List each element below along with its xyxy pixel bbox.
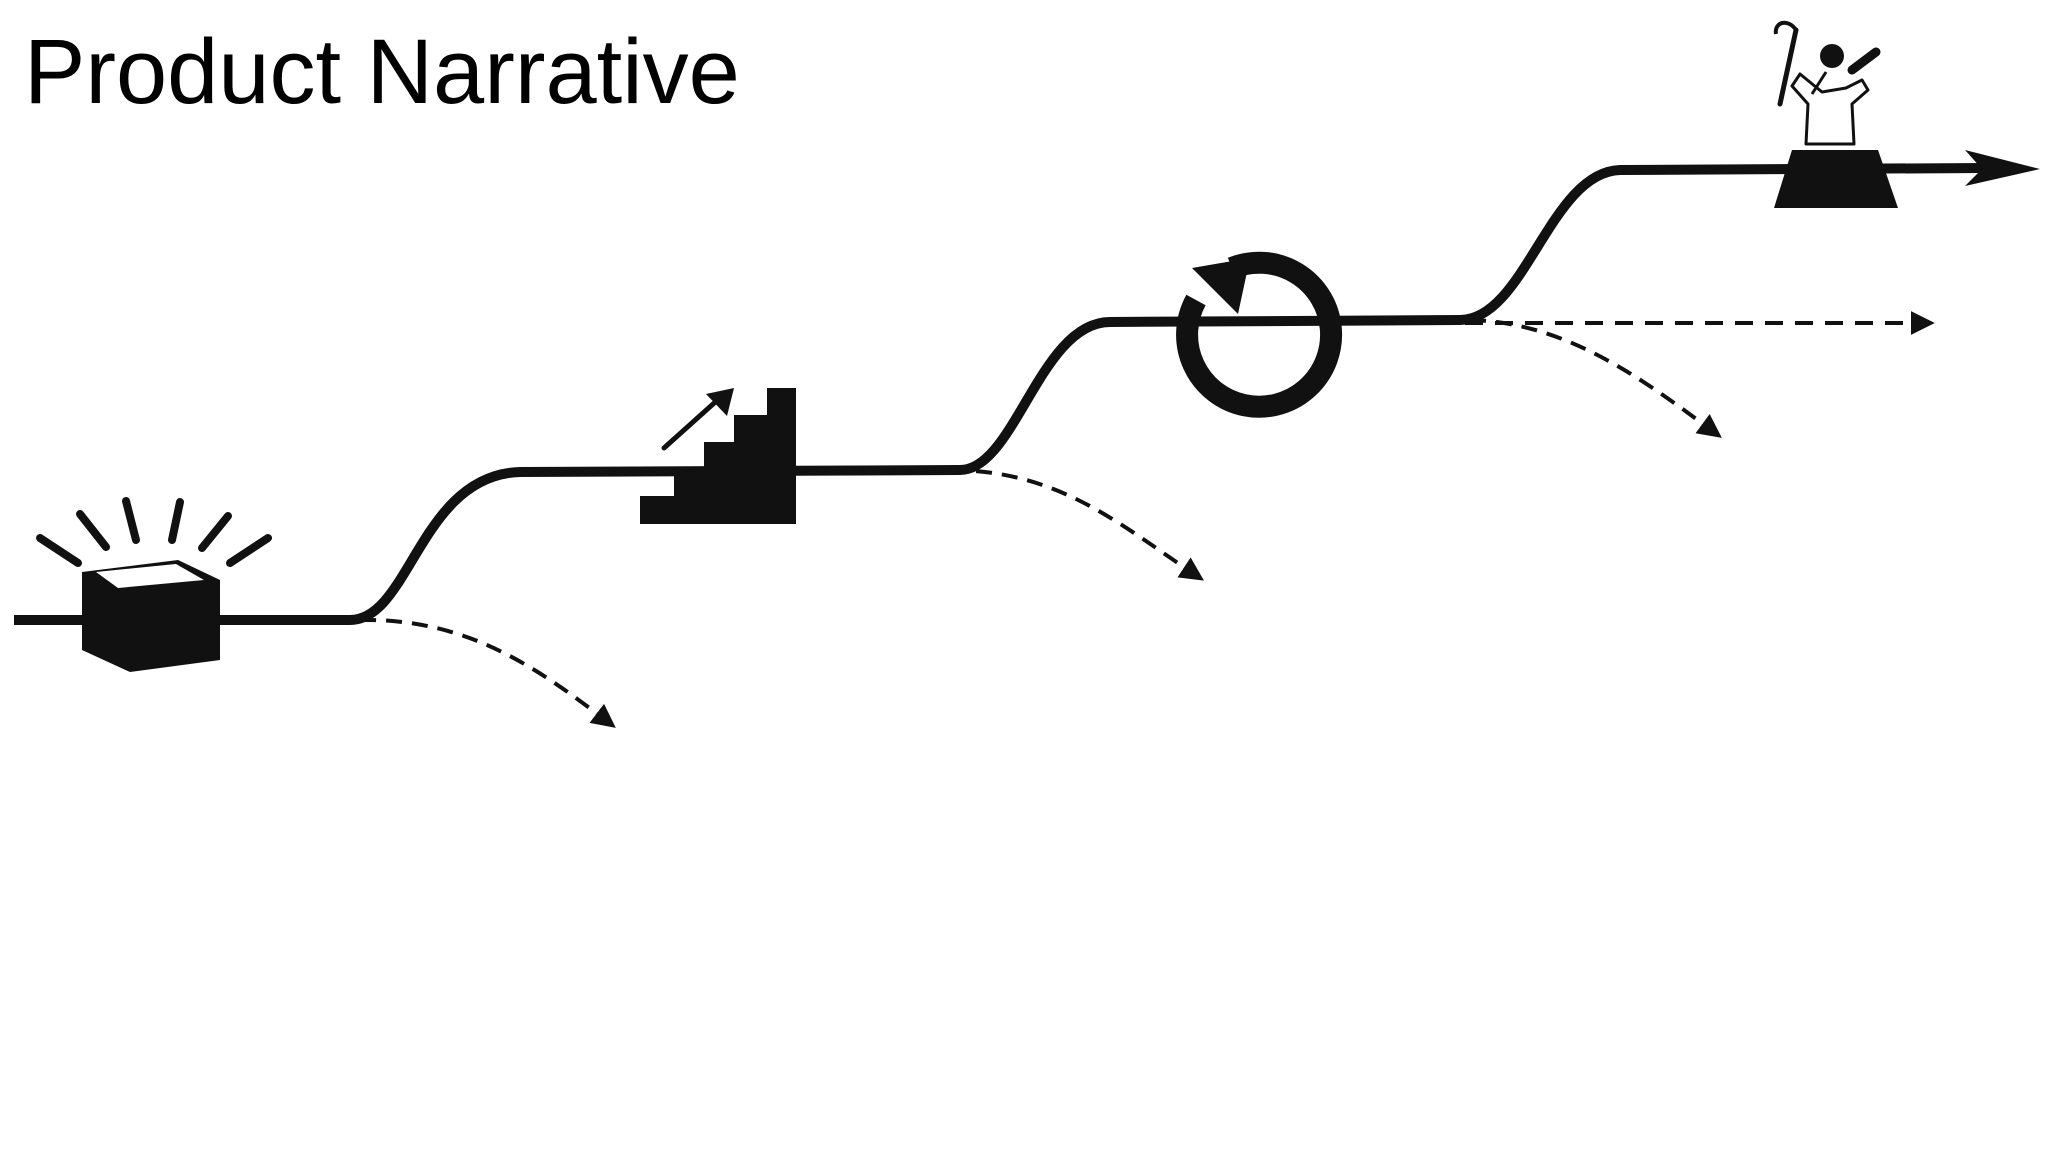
slide-title: Product Narrative [24,21,740,123]
main-arrowhead [1965,150,2040,186]
drop-off-branch [1469,318,1722,438]
stairs-arrow-icon [640,388,796,524]
open-box-icon [36,497,272,672]
drop-off-branch [359,617,616,728]
refresh-cycle-icon [1176,251,1343,418]
drop-off-branch [949,468,1205,581]
summit-figure-icon [1773,20,1898,208]
main-growth-path [14,163,1986,625]
